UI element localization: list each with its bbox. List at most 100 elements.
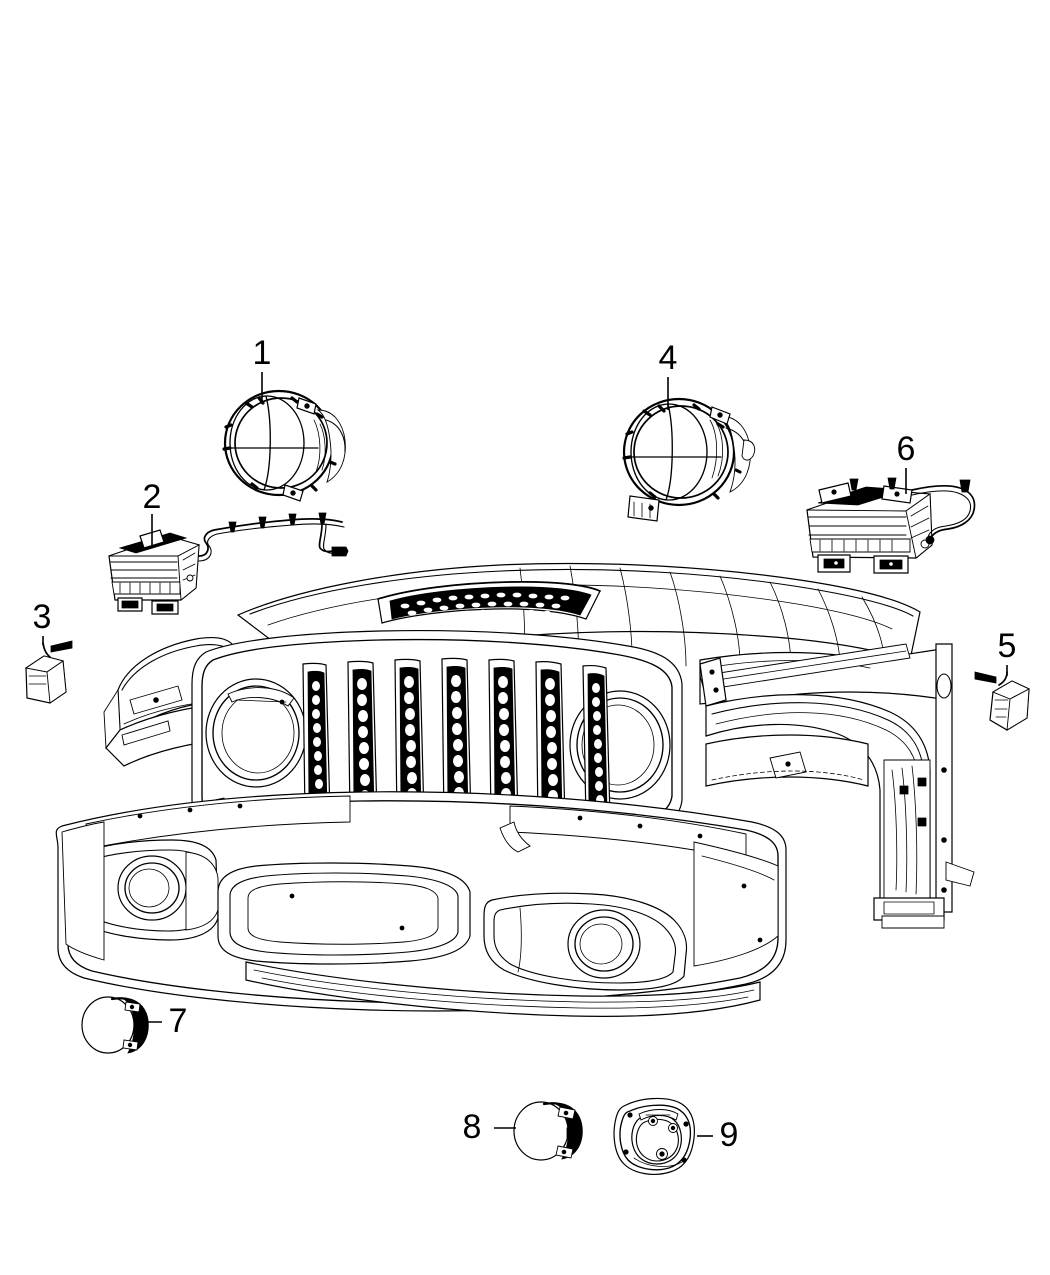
top-pin-left	[849, 478, 859, 491]
lens-ribs	[110, 561, 178, 579]
bumper-center-bracket	[499, 821, 531, 853]
part-8-fog-lamp[interactable]: 8	[463, 1101, 583, 1161]
apron-edge-dash	[711, 770, 865, 781]
bezel-outer-flange-inner	[619, 1104, 692, 1171]
marker-lamp-ribs	[28, 675, 47, 685]
fender-right-flange-hole	[936, 673, 952, 699]
part-6-led-headlamp-module-right[interactable]: 6	[806, 430, 976, 574]
headlamp-ring-inner	[234, 397, 328, 489]
part-2-led-headlamp-module-left[interactable]: 2	[108, 478, 349, 615]
lower-louver-band	[111, 581, 181, 595]
grille-slot-2-mesh	[352, 668, 375, 811]
grille-mesh-pattern	[312, 675, 604, 805]
bumper-top-rail-left	[85, 795, 351, 849]
fender-right-arch-line-a	[711, 702, 925, 775]
fog-lamp-ear-lower-hole	[561, 1149, 567, 1155]
mount-foot-right-hole	[887, 560, 894, 567]
part-7-fog-lamp[interactable]: 7	[81, 996, 187, 1054]
harness-clip-2	[258, 516, 267, 529]
part-5-side-marker-lamp-right[interactable]: 5	[974, 627, 1031, 731]
part-9-fog-lamp-bezel[interactable]: 9	[613, 1097, 738, 1175]
endcap-hole-a	[741, 883, 747, 889]
bumper-lower-valance	[245, 961, 761, 1017]
liner-rib-3	[911, 765, 918, 895]
mount-foot-right-slot	[156, 603, 174, 612]
mount-hole-upper	[304, 403, 310, 409]
louver-slats	[819, 539, 893, 552]
headlamp-ring-outer	[622, 397, 736, 507]
ring-notches	[222, 396, 337, 492]
valance-line-b	[261, 977, 749, 1009]
bezel-boss-bottom-hole	[659, 1151, 665, 1157]
headlamp-opening-left-shield	[227, 687, 295, 707]
bezel-clip-tl	[627, 1112, 633, 1118]
callout-label-1: 1	[253, 334, 272, 372]
barrel-line-a	[319, 423, 326, 471]
part-4-headlamp-ring-right[interactable]: 4	[622, 339, 756, 522]
marker-lamp-pin-arrow	[50, 640, 73, 653]
headlamp-lens	[229, 395, 305, 491]
marker-lamp-side-face	[1006, 688, 1030, 731]
side-fastener	[186, 574, 194, 582]
headlamp-housing	[718, 415, 751, 493]
ring-notches	[622, 403, 742, 500]
louver-slats	[119, 582, 171, 594]
bumper-right-endcap	[693, 841, 779, 967]
endcap-line-a	[701, 855, 775, 881]
fog-lamp-ear-upper-hole	[129, 1004, 135, 1010]
bezel-clip-br	[681, 1157, 687, 1163]
fog-lamp-connector	[566, 1127, 578, 1141]
hood-hinge-bracket	[699, 657, 727, 707]
callout-label-2: 2	[143, 478, 162, 516]
fog-pocket-right-inner	[493, 902, 677, 984]
lens-ribs	[808, 516, 907, 536]
harness-clip-1	[228, 521, 237, 533]
center-plate-hole-a	[289, 893, 295, 899]
liner-clip-1	[917, 777, 927, 787]
upper-bracket-left-hole	[831, 489, 837, 495]
front-bumper	[55, 791, 787, 1017]
lamp-module-side-face	[177, 544, 200, 601]
callout-label-6: 6	[897, 430, 916, 468]
fog-lamp-housing-edge	[110, 997, 146, 1016]
barrel-line-b	[709, 419, 718, 479]
fog-lamp-opening-left	[117, 855, 187, 921]
fender-right-step-bracket	[945, 861, 975, 887]
fender-right-foot-lower	[881, 915, 945, 929]
liner-rib-2	[901, 767, 908, 893]
mount-hole-lower	[648, 505, 654, 511]
harness-cable-edge	[911, 490, 972, 538]
lower-louver-band	[809, 538, 911, 553]
bumper-center-recess-inner	[229, 872, 459, 956]
bumper-center-plate	[247, 881, 439, 945]
bumper-rail-hole-1	[137, 813, 143, 819]
hood-vent-perforations	[400, 592, 570, 622]
part-1-headlamp-ring-left[interactable]: 1	[222, 334, 346, 502]
mount-foot-left-hole	[832, 559, 839, 566]
bumper-rail-hole-2	[187, 807, 193, 813]
bezel-lower-lip	[633, 1157, 683, 1167]
fender-right-flange	[935, 643, 953, 913]
fog-lamp-opening-left-lip	[128, 868, 170, 908]
fender-left-bracket-hole	[153, 697, 159, 703]
part-3-side-marker-lamp-left[interactable]: 3	[24, 598, 73, 704]
callout-label-8: 8	[463, 1108, 482, 1146]
fog-lamp-opening-right-inner	[574, 916, 634, 972]
bumper-rail-hole-5	[637, 823, 643, 829]
bezel-boss-top-right-hole	[670, 1125, 676, 1131]
bezel-clip-tr	[683, 1121, 689, 1127]
hood-panel-line-7	[817, 588, 841, 661]
apron-bracket-hole	[785, 761, 791, 767]
top-pin-right	[887, 477, 897, 490]
hood-panel-line-4	[669, 571, 687, 667]
harness-cable-edge	[198, 523, 345, 562]
headlamp-left-screw	[279, 699, 285, 705]
callout-label-4: 4	[659, 339, 678, 377]
housing-contour-a	[325, 419, 346, 453]
fender-right-arch-line-b	[715, 712, 920, 781]
hood-crease-b	[267, 584, 893, 630]
hood-vent-top-edge	[377, 580, 601, 600]
vehicle-front-end-assembly	[55, 562, 975, 1017]
harness-branch	[318, 523, 334, 553]
fog-lamp-ear-lower-hole	[127, 1042, 133, 1048]
